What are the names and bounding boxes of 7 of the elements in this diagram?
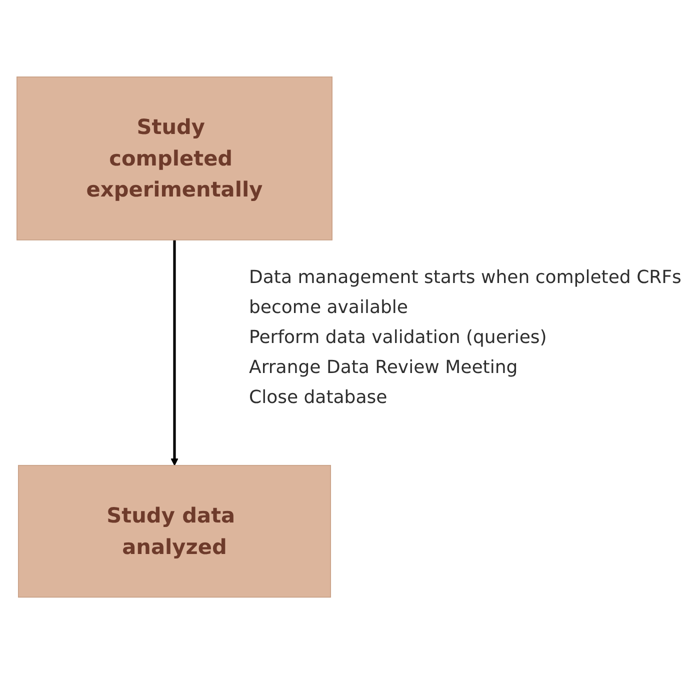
bullet-note: Arrange Data Review Meeting xyxy=(249,356,519,380)
node-box: Study data analyzed xyxy=(18,465,331,598)
arrow xyxy=(170,240,178,466)
node-box: Study completed experimentally xyxy=(16,76,332,241)
bullet-note: Close database xyxy=(249,386,388,410)
bullet-note: Data management starts when completed CRFs become available xyxy=(249,266,682,320)
bullet-note: Perform data validation (queries) xyxy=(249,326,548,350)
